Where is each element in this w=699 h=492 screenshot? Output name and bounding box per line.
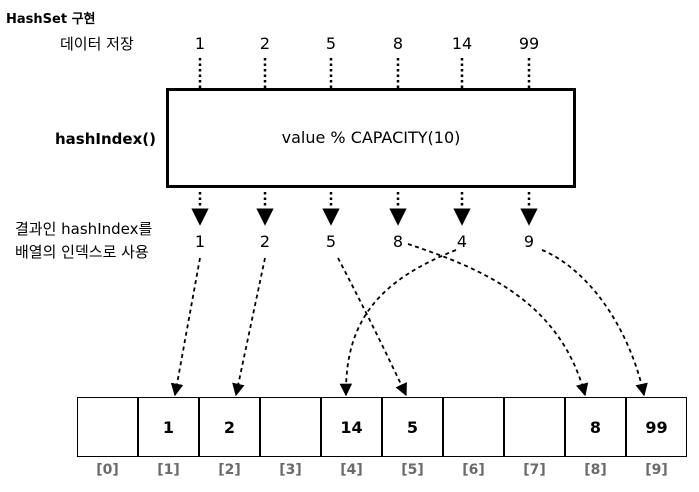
array-cell: 14 [321, 397, 382, 457]
array-index-label: [2] [218, 462, 241, 478]
array-index-label: [4] [340, 462, 363, 478]
store-label: 데이터 저장 [60, 35, 134, 53]
input-value: 14 [451, 34, 473, 53]
hash-index-value: 1 [194, 232, 206, 251]
array-index-label: [7] [523, 462, 546, 478]
hash-index-value: 2 [259, 232, 271, 251]
array-cell: 99 [626, 397, 687, 457]
input-value: 1 [194, 34, 206, 53]
array-index-label: [8] [584, 462, 607, 478]
array-cell [443, 397, 504, 457]
hash-index-value: 9 [523, 232, 535, 251]
array-index-label: [3] [279, 462, 302, 478]
array-index-label: [6] [462, 462, 485, 478]
input-value: 2 [259, 34, 271, 53]
array-index-label: [5] [401, 462, 424, 478]
result-label-line2: 배열의 인덱스로 사용 [15, 243, 149, 261]
mapping-arrow [407, 243, 589, 397]
mapping-arrow [170, 257, 201, 397]
array-cell: 1 [138, 397, 199, 457]
result-label-line1: 결과인 hashIndex를 [15, 220, 153, 238]
diagram-title: HashSet 구현 [6, 12, 96, 27]
input-value: 5 [325, 34, 337, 53]
hash-function-box [166, 88, 576, 188]
array-cell [260, 397, 321, 457]
input-value: 8 [392, 34, 404, 53]
array-cell: 5 [382, 397, 443, 457]
array-cell [504, 397, 565, 457]
array-cell [77, 397, 138, 457]
array-cell: 8 [565, 397, 626, 457]
array-cell: 2 [199, 397, 260, 457]
mapping-arrow [339, 249, 457, 397]
hash-index-value: 8 [392, 232, 404, 251]
hash-formula: value % CAPACITY(10) [281, 128, 461, 147]
array-index-label: [9] [645, 462, 668, 478]
mapping-arrow [337, 257, 407, 397]
mapping-arrow [541, 249, 648, 397]
mapping-arrow [232, 257, 266, 397]
hash-index-value: 5 [325, 232, 337, 251]
input-value: 99 [518, 34, 540, 53]
array-index-label: [0] [96, 462, 119, 478]
hash-function-label: hashIndex() [55, 130, 156, 148]
array-index-label: [1] [157, 462, 180, 478]
hash-index-value: 4 [456, 232, 468, 251]
